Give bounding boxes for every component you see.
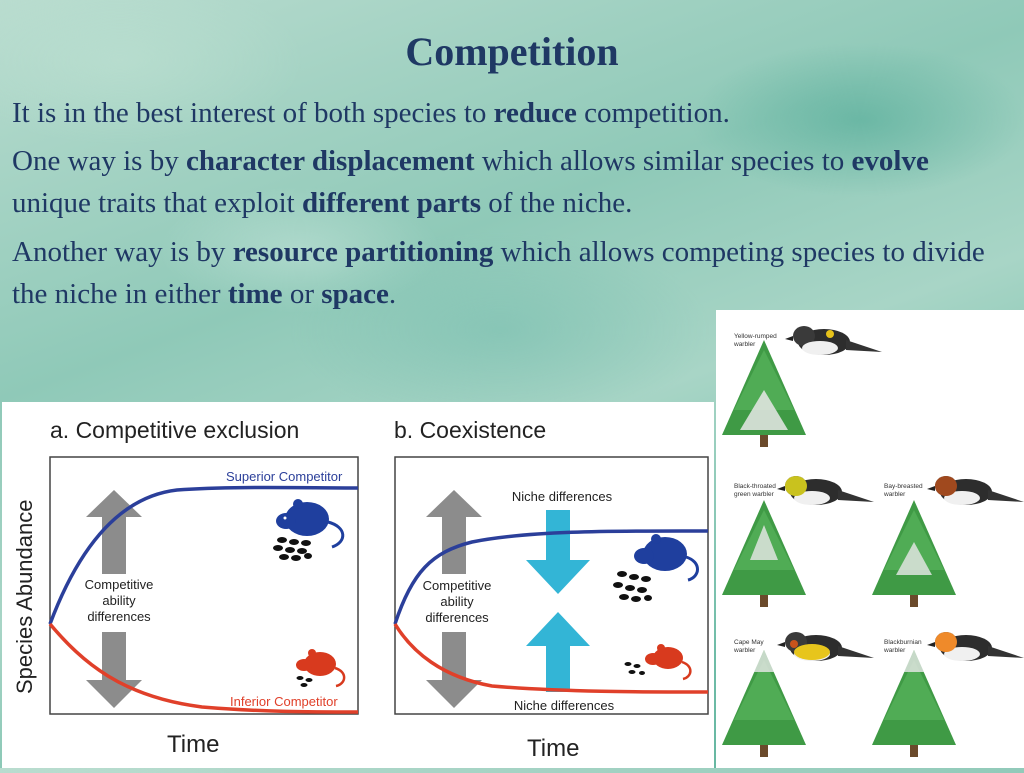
niche-differences-top-label: Niche differences [512, 489, 613, 504]
panel-a-blue-rodent-icon [276, 499, 345, 549]
yellow-rumped-warbler-icon [785, 326, 882, 355]
black-throated-green-warbler-icon [777, 476, 874, 505]
paragraph-resource-partitioning: Another way is by resource partitioning … [12, 236, 985, 310]
tree-blackburnian-zone [872, 650, 956, 757]
panel-b-down-arrow [426, 632, 482, 708]
paragraph-reduce-competition: It is in the best interest of both speci… [12, 97, 730, 129]
inferior-competitor-label: Inferior Competitor [230, 694, 338, 709]
warbler-resource-partitioning-illustration: Yellow-rumped warbler Black-throated gre… [716, 310, 1024, 768]
panel-a-superior-curve [48, 485, 359, 625]
panel-b-inferior-curve [393, 623, 709, 694]
paragraph-character-displacement: One way is by character displacement whi… [12, 145, 929, 219]
cape-may-label-1: Cape May [734, 639, 764, 646]
cape-may-label-2: warbler [733, 647, 756, 654]
panel-a-seed-pile-large-icon [273, 537, 312, 561]
blackburnian-warbler-icon [927, 632, 1024, 661]
panel-a-title: a. Competitive exclusion [50, 417, 299, 443]
panel-a-up-arrow [86, 490, 142, 574]
competition-diagram-svg: a. Competitive exclusion Species Abundan… [12, 417, 709, 762]
panel-a-red-rodent-icon [296, 649, 346, 688]
blackburnian-label-1: Blackburnian [884, 639, 922, 646]
black-throated-green-label-1: Black-throated [734, 483, 776, 490]
y-axis-label: Species Abundance [12, 500, 37, 695]
panel-b-niche-arrows [526, 510, 590, 692]
tree-cape-may-zone [722, 650, 806, 757]
black-throated-green-label-2: green warbler [734, 491, 775, 498]
warbler-illustration-svg: Yellow-rumped warbler Black-throated gre… [722, 326, 1024, 757]
panel-a-arrow-label-1: Competitive [85, 577, 154, 592]
bay-breasted-label-2: warbler [883, 491, 906, 498]
panel-a-seed-pile-small-icon [296, 676, 313, 687]
panel-a-arrow-label-2: ability [102, 593, 136, 608]
panel-b-arrow-label-3: differences [425, 610, 489, 625]
slide-title: Competition [405, 29, 619, 74]
panel-b-niche-up-arrow [526, 612, 590, 692]
panel-b-x-axis-label: Time [527, 735, 579, 762]
panel-a-inferior-curve [48, 622, 359, 714]
panel-b-superior-curve [393, 529, 709, 625]
panel-b-arrow-label-1: Competitive [423, 578, 492, 593]
panel-b-arrow-label-2: ability [440, 594, 474, 609]
niche-differences-bottom-label: Niche differences [514, 698, 615, 713]
panel-b-red-rodent-icon [645, 644, 692, 681]
bay-breasted-warbler-icon [927, 476, 1024, 505]
yellow-rumped-label-1: Yellow-rumped [734, 333, 777, 340]
panel-a-x-axis-label: Time [167, 731, 219, 758]
bay-breasted-label-1: Bay-breasted [884, 483, 923, 490]
panel-b-seed-pile-large-icon [613, 571, 652, 602]
tree-yellow-rumped-zone [722, 340, 806, 447]
panel-a-down-arrow [86, 632, 142, 708]
panel-b-seed-pile-small-icon [624, 662, 645, 675]
yellow-rumped-label-2: warbler [733, 341, 756, 348]
competition-diagram: a. Competitive exclusion Species Abundan… [2, 402, 714, 768]
panel-b-double-arrow [426, 490, 482, 708]
panel-b-title: b. Coexistence [394, 417, 546, 443]
tree-bay-breasted-zone [872, 500, 956, 607]
panel-b-niche-down-arrow [526, 510, 590, 594]
panel-a-arrow-label-3: differences [87, 609, 151, 624]
superior-competitor-label: Superior Competitor [226, 469, 343, 484]
blackburnian-label-2: warbler [883, 647, 906, 654]
panel-b-up-arrow [426, 490, 482, 574]
cape-may-warbler-icon [777, 632, 874, 661]
tree-black-throated-green-zone [722, 500, 806, 607]
panel-a-double-arrow [86, 490, 142, 708]
panel-b-blue-rodent-icon [634, 534, 699, 582]
